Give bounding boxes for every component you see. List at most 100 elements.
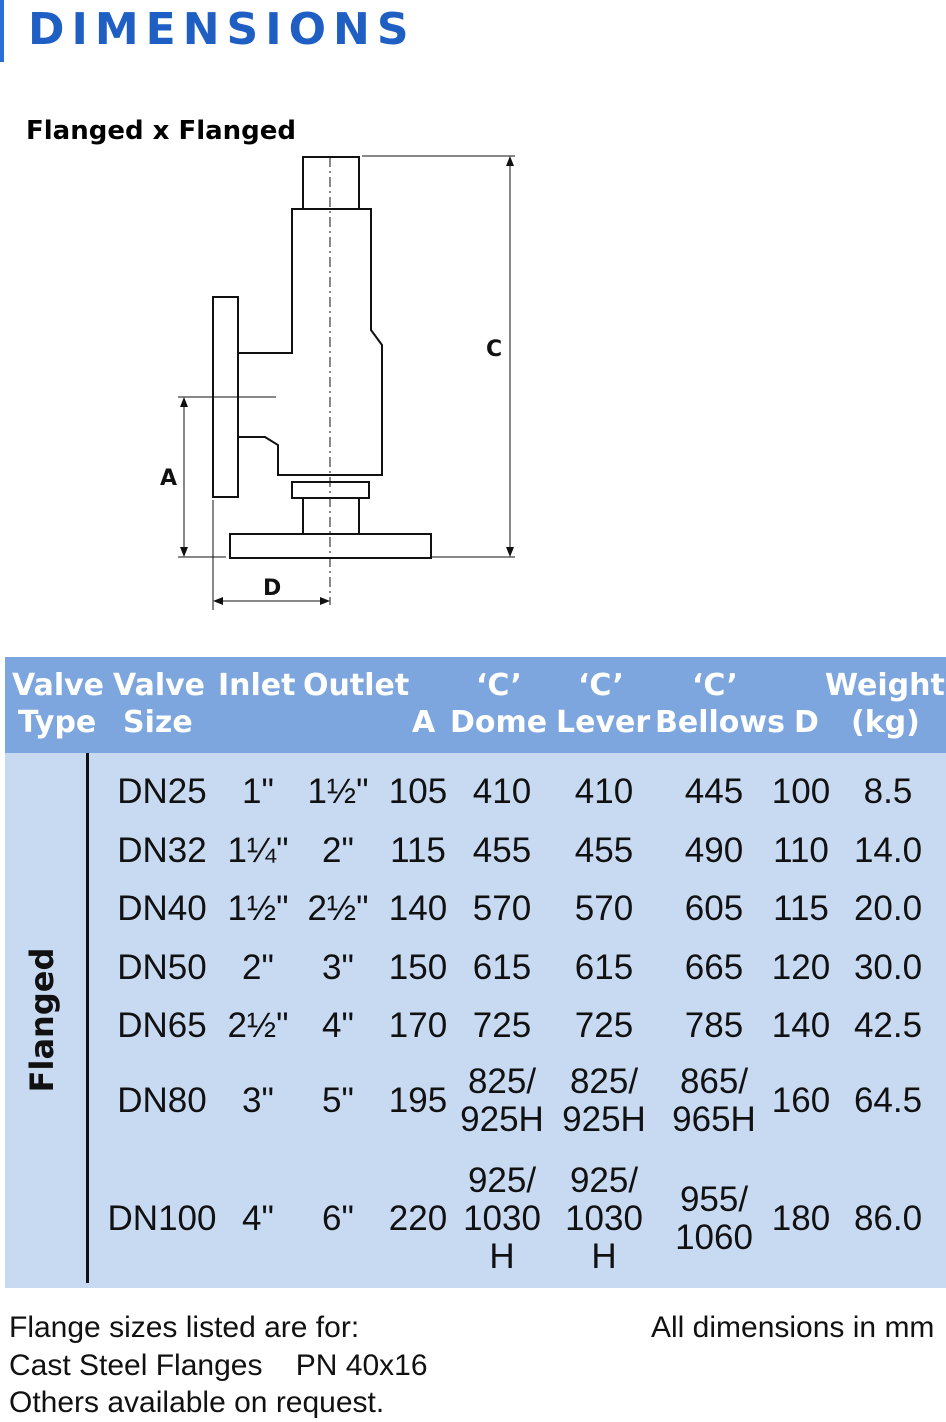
column-header-2-line-2: Size xyxy=(123,705,193,740)
group-label-flanged: Flanged xyxy=(23,947,61,1093)
cell-bellows: 865/965H xyxy=(654,1063,774,1139)
cell-a: 140 xyxy=(388,889,448,928)
column-header-2-line-1: Valve xyxy=(113,668,206,703)
units-note: All dimensions in mm xyxy=(651,1311,935,1344)
column-header-8-line-1: ‘C’ xyxy=(692,668,738,703)
dimension-label-d: D xyxy=(263,576,281,601)
cell-dome-line: 615 xyxy=(472,948,532,987)
note-line-1: Flange sizes listed are for: xyxy=(9,1311,360,1344)
cell-outlet: 5" xyxy=(322,1081,354,1120)
column-header-10-line-2: (kg) xyxy=(851,705,920,740)
c-arrow-top xyxy=(506,156,514,166)
cell-dome-line: 725 xyxy=(472,1006,532,1045)
valve-body xyxy=(237,208,383,476)
cell-inlet: 3" xyxy=(242,1081,274,1120)
valve-cap xyxy=(302,156,360,210)
cell-inlet: 1¼" xyxy=(227,831,289,870)
cell-d: 120 xyxy=(771,948,831,987)
column-header-7-line-1: ‘C’ xyxy=(578,668,624,703)
column-header-8-line-2: Bellows xyxy=(655,705,785,740)
cell-lever-line: 925/ xyxy=(569,1161,639,1200)
cell-dome-line: 455 xyxy=(472,831,532,870)
cell-lever-line: H xyxy=(591,1237,617,1276)
cell-a: 195 xyxy=(388,1081,448,1120)
cell-a: 170 xyxy=(388,1006,448,1045)
cell-inlet: 2½" xyxy=(227,1006,289,1045)
cell-a: 105 xyxy=(388,772,448,811)
cell-bellows-line: 965H xyxy=(672,1100,756,1139)
cell-dome: 455 xyxy=(442,832,562,870)
column-header-5-line-2: A xyxy=(412,705,436,740)
cell-lever: 615 xyxy=(544,949,664,987)
cell-bellows: 490 xyxy=(654,832,774,870)
cell-lever-line: 1030 xyxy=(565,1199,643,1238)
cell-lever-line: 570 xyxy=(574,889,634,928)
cell-dome: 725 xyxy=(442,1007,562,1045)
cell-bellows: 605 xyxy=(654,890,774,928)
cell-bellows-line: 955/ xyxy=(679,1180,749,1219)
cell-lever: 410 xyxy=(544,773,664,811)
cell-lever-line: 410 xyxy=(574,772,634,811)
page-title: DIMENSIONS xyxy=(28,4,416,55)
cell-weight: 64.5 xyxy=(853,1081,923,1120)
cell-outlet: 2½" xyxy=(307,889,369,928)
a-arrow-bottom xyxy=(180,547,188,557)
d-arrow-right xyxy=(320,597,330,605)
cell-bellows-line: 665 xyxy=(684,948,744,987)
dimension-label-c: C xyxy=(486,337,502,362)
column-header-9-line-2: D xyxy=(794,705,819,740)
cell-bellows-line: 1060 xyxy=(675,1218,753,1257)
cell-dome: 570 xyxy=(442,890,562,928)
cell-size: DN25 xyxy=(117,772,207,811)
cell-lever: 825/925H xyxy=(544,1063,664,1139)
dimensions-table xyxy=(5,657,946,1288)
column-header-6-line-2: Dome xyxy=(450,705,548,740)
column-header-10-line-1: Weight xyxy=(825,668,945,703)
cell-d: 110 xyxy=(773,831,829,870)
cell-d: 180 xyxy=(771,1199,831,1238)
cell-bellows-line: 445 xyxy=(684,772,744,811)
cell-dome-line: H xyxy=(489,1237,515,1276)
valve-drawing: C A D xyxy=(160,155,515,610)
cell-size: DN100 xyxy=(107,1199,217,1238)
table-header xyxy=(5,657,946,753)
title-accent-bar xyxy=(0,0,4,62)
cell-dome-line: 925H xyxy=(460,1100,544,1139)
column-header-7-line-2: Lever xyxy=(556,705,651,740)
dimension-label-a: A xyxy=(160,466,177,491)
cell-dome-line: 570 xyxy=(472,889,532,928)
cell-outlet: 6" xyxy=(322,1199,354,1238)
cell-inlet: 1" xyxy=(242,772,274,811)
cell-lever: 570 xyxy=(544,890,664,928)
drawing-subtitle: Flanged x Flanged xyxy=(26,116,297,146)
cell-d: 115 xyxy=(773,889,829,928)
cell-weight: 8.5 xyxy=(863,772,913,811)
cell-lever: 455 xyxy=(544,832,664,870)
cell-size: DN32 xyxy=(117,831,207,870)
cell-size: DN80 xyxy=(117,1081,207,1120)
cell-lever: 725 xyxy=(544,1007,664,1045)
cell-lever-line: 825/ xyxy=(569,1062,639,1101)
cell-size: DN65 xyxy=(117,1006,207,1045)
note-line-3: Others available on request. xyxy=(9,1386,385,1419)
cell-inlet: 1½" xyxy=(227,889,289,928)
cell-dome-line: 925/ xyxy=(467,1161,537,1200)
cell-d: 140 xyxy=(771,1006,831,1045)
cell-outlet: 2" xyxy=(322,831,354,870)
cell-bellows: 785 xyxy=(654,1007,774,1045)
cell-d: 160 xyxy=(771,1081,831,1120)
cell-size: DN50 xyxy=(117,948,207,987)
cell-weight: 86.0 xyxy=(853,1199,923,1238)
cell-a: 115 xyxy=(390,831,446,870)
cell-dome: 410 xyxy=(442,773,562,811)
column-header-1-line-2: Type xyxy=(18,705,97,740)
cell-bellows-line: 785 xyxy=(684,1006,744,1045)
cell-lever-line: 615 xyxy=(574,948,634,987)
d-arrow-left xyxy=(213,597,223,605)
cell-weight: 20.0 xyxy=(853,889,923,928)
column-header-1-line-1: Valve xyxy=(12,668,105,703)
cell-dome-line: 410 xyxy=(472,772,532,811)
cell-dome-line: 825/ xyxy=(467,1062,537,1101)
